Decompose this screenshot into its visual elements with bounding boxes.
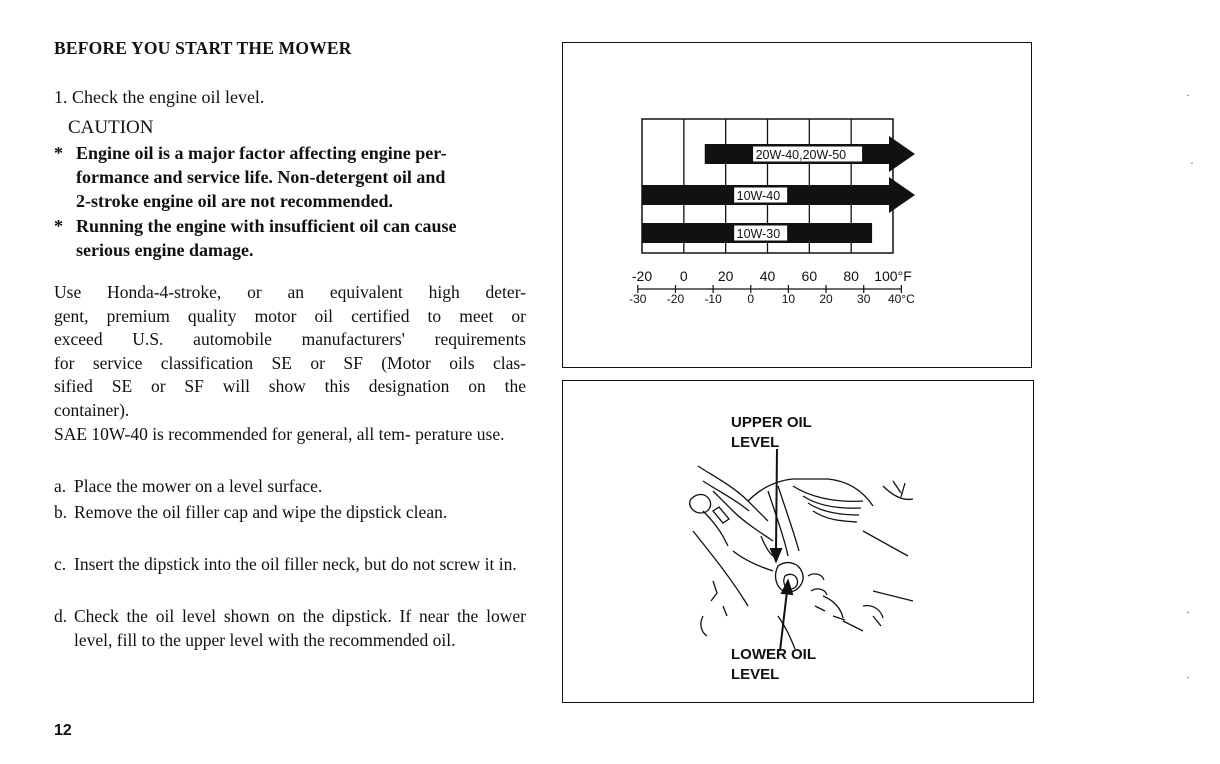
bullet-star: *: [54, 216, 63, 236]
dipstick-illustration: UPPER OIL LEVEL LOWER OIL LEVEL: [689, 414, 914, 683]
viscosity-label-box: [752, 145, 864, 163]
celsius-tick-label: 0: [747, 292, 754, 306]
caution-heading: CAUTION: [68, 117, 154, 138]
celsius-tick-label: 30: [857, 292, 871, 306]
fahrenheit-tick-label: 100°F: [874, 268, 912, 284]
fahrenheit-tick-label: 20: [718, 268, 734, 284]
margin-mark: ˏ: [1186, 600, 1190, 614]
margin-mark: ·: [1186, 88, 1190, 102]
bullet-star: *: [54, 143, 63, 163]
viscosity-label-box: [733, 224, 789, 242]
engine-drawing: [689, 465, 914, 650]
paragraph-line: container).: [54, 399, 130, 420]
fahrenheit-tick-label: 40: [760, 268, 776, 284]
lower-oil-label-line1: LOWER OIL: [731, 646, 816, 663]
level-arrows: [769, 448, 794, 652]
bullet-line: 2-stroke engine oil are not recommended.: [76, 191, 393, 211]
step-text: Check the oil level shown on the dipstic…: [74, 606, 526, 650]
celsius-tick-label: -10: [704, 292, 722, 306]
margin-mark: ·: [1190, 156, 1194, 170]
paragraph-line: gent, premium quality motor oil certifie…: [54, 305, 526, 326]
bullet-line: Running the engine with insufficient oil…: [76, 216, 457, 236]
paragraph-line: exceed U.S. automobile manufacturers' re…: [54, 329, 526, 349]
step-text: Place the mower on a level surface.: [74, 476, 323, 496]
viscosity-label: 10W-40: [737, 189, 781, 203]
viscosity-label: 10W-30: [737, 227, 781, 241]
upper-oil-label-line1: UPPER OIL: [731, 414, 812, 431]
fahrenheit-tick-label: 60: [802, 268, 818, 284]
bullet-line: Engine oil is a major factor affecting e…: [76, 143, 447, 163]
caution-bullet-2: * Running the engine with insufficient o…: [54, 214, 534, 262]
dipstick-diagram-frame: UPPER OIL LEVEL LOWER OIL LEVEL: [562, 380, 1034, 703]
step-label: b.: [54, 502, 68, 522]
step-1-text: 1. Check the engine oil level.: [54, 87, 265, 107]
page-number: 12: [54, 722, 72, 739]
step-b: b. Remove the oil filler cap and wipe th…: [54, 501, 526, 525]
bullet-line: serious engine damage.: [76, 240, 254, 260]
margin-mark: ·: [1186, 670, 1190, 684]
step-text: Insert the dipstick into the oil filler …: [74, 554, 517, 574]
celsius-tick-label: -30: [629, 292, 647, 306]
paragraph-line: for service classification SE or SF (Mot…: [54, 352, 526, 373]
page-title: BEFORE YOU START THE MOWER: [54, 38, 352, 58]
caution-bullet-1: * Engine oil is a major factor affecting…: [54, 141, 534, 213]
fahrenheit-tick-label: 0: [680, 268, 688, 284]
fahrenheit-tick-label: 80: [843, 268, 859, 284]
celsius-tick-label: -20: [667, 292, 685, 306]
celsius-tick-label: 40°C: [888, 292, 915, 306]
fahrenheit-tick-label: -20: [632, 268, 652, 284]
viscosity-label-box: [733, 186, 789, 204]
step-label: a.: [54, 476, 67, 496]
paragraph-line: Use Honda-4-stroke, or an equivalent hig…: [54, 282, 526, 302]
celsius-tick-label: 10: [782, 292, 796, 306]
step-text: Remove the oil filler cap and wipe the d…: [74, 502, 448, 522]
oil-spec-paragraph: Use Honda-4-stroke, or an equivalent hig…: [54, 281, 526, 422]
step-label: d.: [54, 606, 68, 626]
step-c: c. Insert the dipstick into the oil fill…: [54, 553, 526, 577]
upper-oil-label-line2: LEVEL: [731, 434, 779, 451]
step-label: c.: [54, 554, 67, 574]
paragraph-line: sified SE or SF will show this designati…: [54, 376, 526, 396]
step-d: d. Check the oil level shown on the dips…: [54, 605, 526, 652]
lower-oil-label-line2: LEVEL: [731, 666, 779, 683]
step-a: a. Place the mower on a level surface.: [54, 475, 526, 499]
viscosity-label: 20W-40,20W-50: [756, 148, 847, 162]
bullet-line: formance and service life. Non-detergent…: [76, 167, 446, 187]
celsius-tick-label: 20: [819, 292, 833, 306]
recommendation-text: SAE 10W-40 is recommended for general, a…: [54, 424, 505, 444]
